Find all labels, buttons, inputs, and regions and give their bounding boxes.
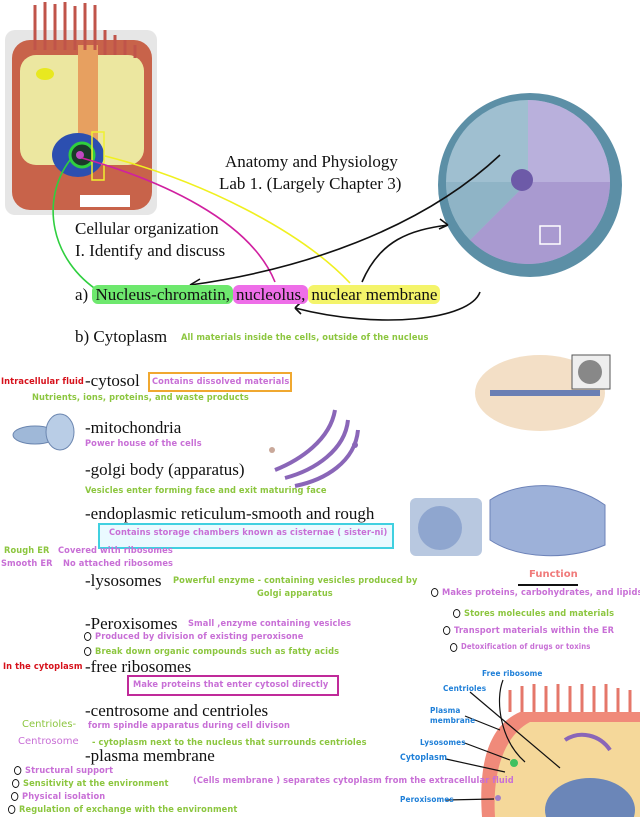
centrosome-term: Centrosome xyxy=(18,736,79,747)
lysosomes-note: Powerful enzyme - containing vesicles pr… xyxy=(173,576,418,586)
plasma-bullet: Physical isolation xyxy=(11,792,105,802)
nucleus-sphere-image xyxy=(438,93,622,277)
lysosomes-label: -lysosomes xyxy=(85,571,162,590)
centrioles-label: Centrioles- xyxy=(22,719,77,730)
er-image xyxy=(410,485,606,557)
function-underline xyxy=(518,584,578,586)
mitochondria-note: Power house of the cells xyxy=(85,439,202,449)
golgi-label: -golgi body (apparatus) xyxy=(85,460,245,479)
rough-er-note: Covered with ribosomes xyxy=(58,546,173,556)
centrosome-label: -centrosome and centrioles xyxy=(85,701,269,720)
cell-cutaway-image xyxy=(445,679,640,817)
plasma-bullet: Structural support xyxy=(14,766,113,776)
ribosomes-box xyxy=(127,675,339,696)
centrosome-note: - cytoplasm next to the nucleus that sur… xyxy=(92,738,367,748)
cytosol-label: -cytosol xyxy=(85,371,140,390)
cytosol-box xyxy=(148,372,292,392)
golgi-image xyxy=(269,409,360,488)
ribosomes-label: -free ribosomes xyxy=(85,657,192,676)
er-box xyxy=(98,523,394,549)
function-item: Transport materials within the ER xyxy=(443,626,614,636)
function-title: Function xyxy=(529,569,578,580)
cytoplasm-note: All materials inside the cells, outside … xyxy=(181,333,429,343)
peroxisomes-note: Small ,enzyme containing vesicles xyxy=(188,619,352,629)
organelle-cell-image xyxy=(475,354,611,431)
section-subtitle: I. Identify and discuss xyxy=(75,241,226,260)
label-plasma: Plasma xyxy=(430,706,461,715)
label-cytoplasm: Cytoplasm xyxy=(400,753,448,763)
rough-er-label: Rough ER xyxy=(4,546,50,556)
label-lysosomes: Lysosomes xyxy=(420,738,466,747)
nucleus-chromatin-highlight: Nucleus-chromatin, xyxy=(92,285,234,304)
item-a: a) Nucleus-chromatin,nucleolus,nuclear m… xyxy=(75,285,441,305)
smooth-er-label: Smooth ER xyxy=(1,559,53,569)
peroxisomes-label: -Peroxisomes xyxy=(85,614,178,633)
plasma-note: (Cells membrane ) separates cytoplasm fr… xyxy=(193,776,514,786)
er-label: -endoplasmic reticulum-smooth and rough xyxy=(85,504,375,523)
cytosol-note: Nutrients, ions, proteins, and waste pro… xyxy=(32,393,249,403)
label-peroxisomes: Peroxisomes xyxy=(400,795,454,804)
intracellular-fluid-label: Intracellular fluid xyxy=(1,377,84,387)
item-b-label: b) Cytoplasm xyxy=(75,327,168,346)
cytosol-box-text: Contains dissolved materials xyxy=(152,377,290,387)
plasma-bullet: Sensitivity at the environment xyxy=(12,779,169,789)
golgi-note: Vesicles enter forming face and exit mat… xyxy=(85,486,327,496)
cell-diagram-image xyxy=(5,2,157,215)
mitochondria-label: -mitochondria xyxy=(85,418,182,437)
connector-arrows xyxy=(52,154,501,321)
nuclear-membrane-highlight: nuclear membrane xyxy=(308,285,441,304)
plasma-membrane-label: -plasma membrane xyxy=(85,746,215,765)
page-title: Anatomy and Physiology xyxy=(225,152,398,171)
page-subtitle: Lab 1. (Largely Chapter 3) xyxy=(219,174,402,193)
plasma-bullet: Regulation of exchange with the environm… xyxy=(8,805,237,815)
section-title: Cellular organization xyxy=(75,219,219,238)
item-a-prefix: a) xyxy=(75,285,89,304)
in-cytoplasm-label: In the cytoplasm xyxy=(3,662,83,672)
ribosomes-box-text: Make proteins that enter cytosol directl… xyxy=(133,680,329,690)
label-membrane: membrane xyxy=(430,716,476,725)
peroxisomes-bullet: Break down organic compounds such as fat… xyxy=(84,647,339,657)
peroxisomes-bullet: Produced by division of existing peroxis… xyxy=(84,632,303,642)
nucleolus-highlight: nucleolus, xyxy=(233,285,309,304)
function-item: Detoxification of drugs or toxins xyxy=(450,642,590,652)
function-item: Stores molecules and materials xyxy=(453,609,614,619)
label-free-ribosome: Free ribosome xyxy=(482,669,543,678)
centrioles-note: form spindle apparatus during cell divis… xyxy=(88,721,291,731)
er-box-text: Contains storage chambers known as ciste… xyxy=(109,528,388,538)
label-centrioles: Centrioles xyxy=(443,684,487,693)
smooth-er-note: No attached ribosomes xyxy=(63,559,174,569)
mitochondria-image xyxy=(12,413,75,451)
lysosomes-note-2: Golgi apparatus xyxy=(257,589,333,599)
function-item: Makes proteins, carbohydrates, and lipid… xyxy=(431,588,640,598)
